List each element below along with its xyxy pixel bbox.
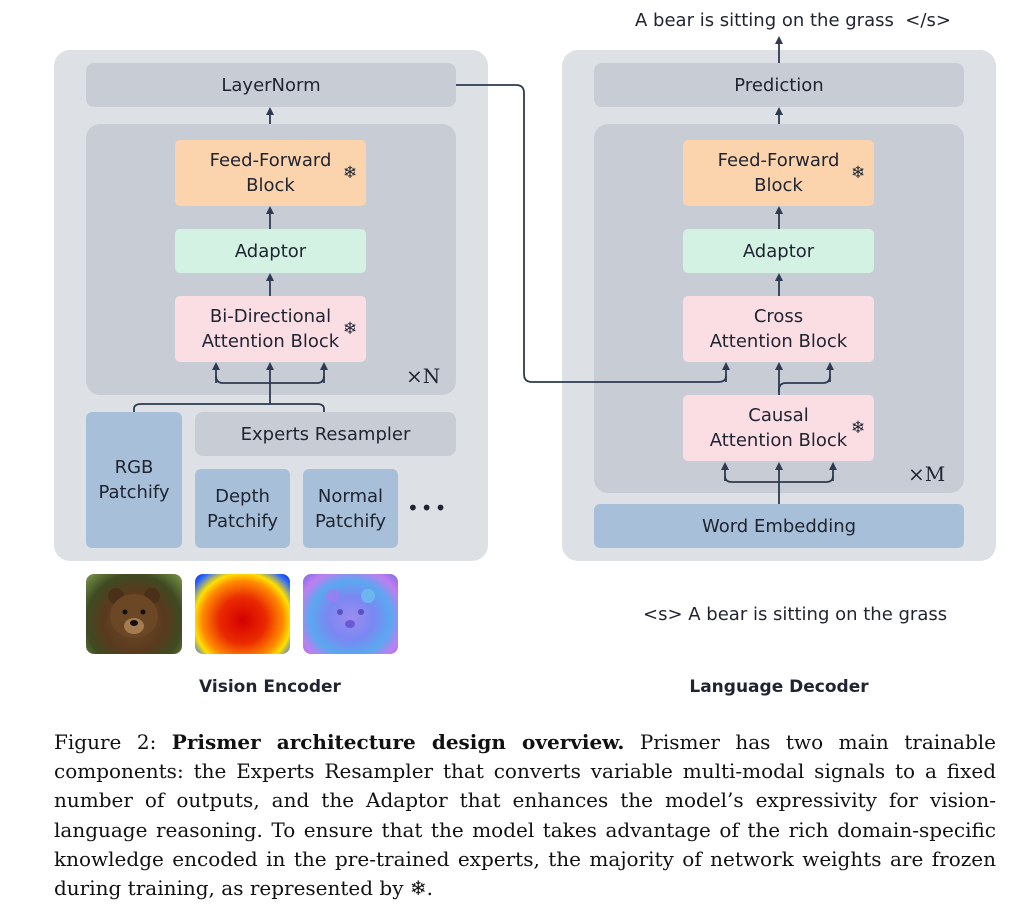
depth-label-2: Patchify [206, 510, 279, 532]
encoder-ff-label-1: Feed-Forward [209, 150, 332, 171]
cross-label-2: Attention Block [709, 331, 848, 352]
layernorm-block: LayerNorm [86, 63, 456, 107]
caption-suffix: . [426, 876, 434, 901]
more-experts-ellipsis: ••• [407, 496, 449, 520]
prediction-label: Prediction [734, 74, 824, 96]
causal-label-1: Causal [748, 405, 809, 426]
encoder-adaptor-label: Adaptor [234, 240, 307, 262]
encoder-repeat-label: ×N [406, 364, 441, 388]
bidirectional-attention-block: Bi-Directional Attention Block [175, 296, 366, 362]
word-embedding-label: Word Embedding [701, 515, 857, 537]
normal-label-1: Normal [317, 485, 384, 507]
rgb-patchify-block: RGB Patchify [86, 412, 182, 548]
experts-resampler-label: Experts Resampler [240, 423, 411, 445]
decoder-feed-forward-block: Feed-Forward Block [683, 140, 874, 206]
rgb-label-1: RGB [114, 457, 154, 478]
rgb-bear-photo [86, 574, 182, 654]
normal-label-2: Patchify [314, 510, 387, 532]
normal-map-bear [303, 574, 398, 654]
depth-label-1: Depth [215, 485, 270, 507]
decoder-adaptor-label: Adaptor [742, 240, 815, 262]
cross-label-1: Cross [753, 306, 804, 327]
bidirectional-label-1: Bi-Directional [209, 306, 332, 327]
caption-prefix: Figure 2: [54, 730, 172, 754]
decoder-adaptor-block: Adaptor [683, 229, 874, 273]
experts-resampler-block: Experts Resampler [195, 412, 456, 456]
vision-encoder-title: Vision Encoder [199, 677, 341, 697]
decoder-ff-label-1: Feed-Forward [717, 150, 840, 171]
rgb-label-2: Patchify [98, 482, 170, 503]
frozen-snowflake-icon: ❄ [343, 163, 358, 183]
encoder-feed-forward-block: Feed-Forward Block [175, 140, 366, 206]
frozen-snowflake-icon: ❄ [851, 418, 866, 438]
frozen-snowflake-icon: ❄ [343, 319, 358, 339]
normal-patchify-block: Normal Patchify [303, 469, 398, 548]
decoder-ff-label-2: Block [754, 175, 803, 196]
bidirectional-label-2: Attention Block [201, 331, 340, 352]
prediction-block: Prediction [594, 63, 964, 107]
output-text: A bear is sitting on the grass </s> [635, 10, 951, 31]
figure-caption: Figure 2: Prismer architecture design ov… [54, 728, 996, 903]
encoder-adaptor-block: Adaptor [175, 229, 366, 273]
caption-bold-title: Prismer architecture design overview. [171, 730, 625, 754]
causal-label-2: Attention Block [709, 430, 848, 451]
causal-attention-block: Causal Attention Block [683, 395, 874, 461]
depth-map-bear [195, 574, 290, 654]
layernorm-label: LayerNorm [221, 74, 321, 96]
decoder-repeat-label: ×M [908, 462, 946, 486]
encoder-ff-label-2: Block [246, 175, 295, 196]
word-embedding-block: Word Embedding [594, 504, 964, 548]
language-decoder-title: Language Decoder [689, 677, 869, 697]
caption-snowflake-icon: ❄ [409, 876, 427, 901]
caption-body: Prismer has two main trainable component… [54, 730, 997, 901]
cross-attention-block: Cross Attention Block [683, 296, 874, 362]
frozen-snowflake-icon: ❄ [851, 163, 866, 183]
input-text: <s> A bear is sitting on the grass [643, 604, 948, 625]
depth-patchify-block: Depth Patchify [195, 469, 290, 548]
